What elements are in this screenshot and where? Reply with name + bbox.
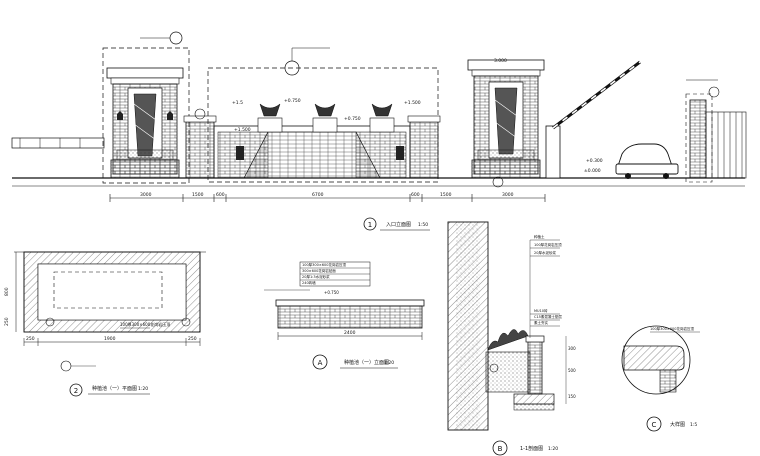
- detail-boundary-right: [685, 93, 713, 183]
- elevation-levels: +1.5 +0.750 +0.750 +1.500 +1.500 3.000 +…: [232, 58, 603, 174]
- planter-elevation-detail-a: 100厚300×600花岗岩压顶 300×600花岗岩贴面 20厚1:3水泥砂浆…: [264, 261, 425, 370]
- note-text: 100厚花岗岩压顶: [534, 242, 562, 247]
- drawing-number: 1: [368, 221, 372, 229]
- dimension-chain: 3000 1500 600 6700 600 1500 3000: [109, 192, 546, 202]
- note-text: 240砖墙: [302, 280, 316, 285]
- level-label: +1.5: [232, 100, 243, 106]
- section-detail-b: 种植土 100厚花岗岩压顶 20厚水泥砂浆 MU10砖 C15素混凝土垫层 素土…: [447, 221, 576, 456]
- left-gate-pillar: [106, 67, 184, 179]
- dimension-label: 300: [568, 346, 576, 351]
- barrier-gate: [545, 60, 641, 179]
- note-text: 300×600花岗岩贴面: [302, 268, 336, 273]
- drawing-title: 大样图: [670, 421, 685, 428]
- dimension-label: 600: [411, 192, 420, 198]
- drawing-scale: 1:20: [548, 446, 558, 452]
- entrance-elevation: +1.5 +0.750 +0.750 +1.500 +1.500 3.000 +…: [11, 31, 747, 231]
- dimension-label: 250: [4, 317, 10, 326]
- right-fence: [689, 99, 747, 179]
- drawing-letter: A: [318, 359, 323, 367]
- note-text: 100厚300×600花岗岩压顶: [120, 321, 170, 327]
- drawing-title: 入口立面图: [386, 221, 411, 228]
- dimension-label: 3000: [502, 192, 514, 198]
- note-text: 100厚300×600花岗岩压顶: [302, 262, 346, 267]
- note-text: 种植土: [534, 234, 545, 239]
- note-text: 素土夯实: [534, 320, 548, 325]
- drawing-title: 1-1剖面图: [520, 445, 543, 452]
- level-label: +0.750: [284, 98, 301, 104]
- note-text: 100厚300×600花岗岩压顶: [650, 326, 694, 331]
- drawing-letter: B: [498, 445, 503, 453]
- note-text: 20厚水泥砂浆: [534, 250, 556, 255]
- detail-boundary-center: [207, 67, 439, 183]
- drawing-scale: 1:50: [418, 222, 428, 228]
- car-outline: [615, 143, 679, 179]
- dimension-label: 1500: [440, 192, 452, 198]
- central-feature-wall: [213, 103, 411, 179]
- level-label: ±0.000: [584, 168, 601, 174]
- level-label: 3.000: [494, 58, 507, 64]
- level-label: +0.300: [586, 158, 603, 164]
- level-label: +1.500: [404, 100, 421, 106]
- elevation-title-block: 1 入口立面图 1:50: [363, 217, 430, 231]
- dimension-label: 250: [188, 336, 197, 342]
- level-label: +1.500: [234, 127, 251, 133]
- planter-plan: 250 1900 250 800 250 100厚300×600花岗岩压顶 2 …: [4, 251, 206, 397]
- dimension-label: 150: [568, 394, 576, 399]
- note-text: 20厚1:3水泥砂浆: [302, 274, 330, 279]
- drawing-number: 2: [74, 387, 78, 395]
- dimension-label: 1500: [192, 192, 204, 198]
- dimension-label: 2400: [344, 330, 356, 336]
- dimension-label: 500: [568, 368, 576, 373]
- right-small-pillar: [409, 119, 439, 179]
- left-low-wall: [11, 137, 105, 149]
- note-text: C15素混凝土垫层: [534, 314, 562, 319]
- right-gate-pillar: [467, 59, 545, 179]
- drawing-scale: 1:20: [384, 360, 394, 366]
- level-label: +0.750: [344, 116, 361, 122]
- left-small-pillar: [185, 119, 215, 179]
- callout-markers: [140, 31, 720, 188]
- drawing-scale: 1:5: [690, 422, 697, 428]
- dimension-label: 6700: [312, 192, 324, 198]
- dimension-label: 800: [4, 287, 10, 296]
- dimension-label: 250: [26, 336, 35, 342]
- detail-boundary-left: [102, 47, 190, 184]
- dimension-label: 1900: [104, 336, 116, 342]
- dimension-label: 3000: [140, 192, 152, 198]
- detail-c-enlarged: 100厚300×600花岗岩压顶 C 大样图 1:5: [621, 325, 700, 432]
- drawing-title: 种植池（一）平面图: [92, 385, 137, 392]
- drawing-letter: C: [652, 421, 657, 429]
- level-label: +0.750: [324, 290, 339, 295]
- note-text: MU10砖: [534, 308, 548, 313]
- drawing-title: 种植池（一）立面图: [344, 359, 389, 366]
- drawing-scale: 1:20: [138, 386, 148, 392]
- dimension-label: 600: [216, 192, 225, 198]
